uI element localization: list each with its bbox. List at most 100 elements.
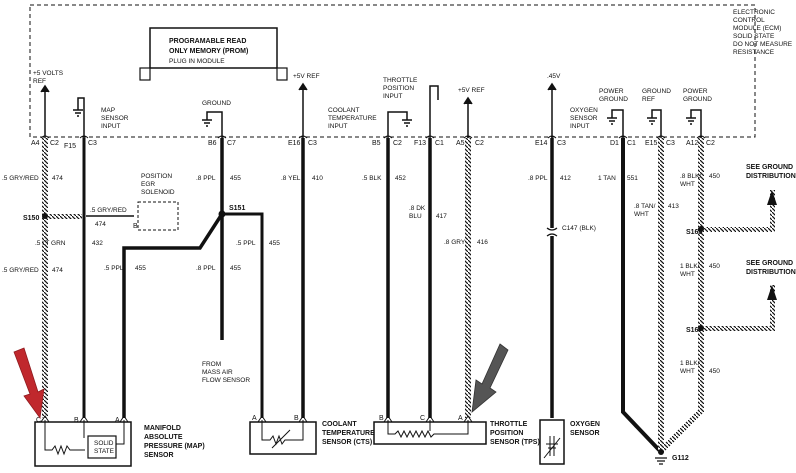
w1-bot1-num: 432 xyxy=(92,240,103,247)
map-pin-b: B xyxy=(74,417,79,424)
pin-e15: E15 xyxy=(645,140,658,147)
pin-c2-c: C2 xyxy=(475,140,484,147)
c147-label: C147 (BLK) xyxy=(562,225,596,232)
w3-top-num: 455 xyxy=(230,175,241,182)
pin-b5: B5 xyxy=(372,140,381,147)
w3-mid-color: .5 PPL xyxy=(236,240,256,247)
tps-sensor: B C A THROTTLE POSITION SENSOR (TPS) xyxy=(373,415,540,446)
point45v-label: .45V xyxy=(547,73,561,80)
coolant-input-line-0: COOLANT xyxy=(328,107,359,114)
pin-a12: A12 xyxy=(686,140,699,147)
five-v-ref-b: +5V REF xyxy=(458,87,485,94)
w11-color-1: WHT xyxy=(680,181,695,188)
wire-a5 xyxy=(465,138,471,418)
pin-c3-c: C3 xyxy=(557,140,566,147)
wire-s151-map xyxy=(122,213,224,418)
w10-color-1: WHT xyxy=(634,211,649,218)
w11b-color-0: 1 BLK/ xyxy=(680,263,700,270)
gray-arrow-icon xyxy=(471,343,509,413)
ground-dist-1-line-1: DISTRIBUTION xyxy=(746,173,796,180)
ground-ref-line-1: REF xyxy=(642,96,655,103)
w8-num: 412 xyxy=(560,175,571,182)
throttle-input-line-2: INPUT xyxy=(383,93,403,100)
s150-label: S150 xyxy=(23,215,39,222)
map-inner-0: SOLID xyxy=(94,440,114,447)
s151-label: S151 xyxy=(229,205,245,212)
map-input-line-2: INPUT xyxy=(101,123,121,130)
pin-a5: A5 xyxy=(456,140,465,147)
map-label-2: PRESSURE (MAP) xyxy=(144,443,205,450)
map-pin-a: A xyxy=(115,417,120,424)
wire-s151-right xyxy=(222,212,264,418)
w11b-num: 450 xyxy=(709,263,720,270)
tps-pin-c: C xyxy=(420,415,425,422)
w7-num: 416 xyxy=(477,239,488,246)
pin-e16: E16 xyxy=(288,140,301,147)
oxygen-input-line-1: SENSOR xyxy=(570,115,598,122)
pin-e14: E14 xyxy=(535,140,548,147)
power-ground-1-line-0: POWER xyxy=(599,88,624,95)
pin-d1: D1 xyxy=(610,140,619,147)
ecm-title-line-3: SOLID STATE xyxy=(733,33,775,40)
prom-line-1: ONLY MEMORY (PROM) xyxy=(169,48,248,55)
wire-a4 xyxy=(42,138,48,418)
oxygen-input-line-2: INPUT xyxy=(570,123,590,130)
w9-num: 551 xyxy=(627,175,638,182)
w9-color: 1 TAN xyxy=(598,175,616,182)
w3-bot-num: 455 xyxy=(230,265,241,272)
o2-label-1: SENSOR xyxy=(570,430,600,437)
map-inner-1: STATE xyxy=(94,448,115,455)
splice-s167 xyxy=(698,325,704,331)
tps-label-1: POSITION xyxy=(490,430,523,437)
pin-f13: F13 xyxy=(414,140,426,147)
w11-color-0: .8 BLK/ xyxy=(680,173,702,180)
pin-c1-b: C1 xyxy=(627,140,636,147)
w11b-color-1: WHT xyxy=(680,271,695,278)
map-input-line-1: SENSOR xyxy=(101,115,129,122)
splice-s150 xyxy=(42,213,48,219)
red-arrow-icon xyxy=(13,347,45,420)
five-volts-ref-line-0: +5 VOLTS xyxy=(33,70,64,77)
ground-label: GROUND xyxy=(202,100,231,107)
w11c-num: 450 xyxy=(709,368,720,375)
ecm-title-line-5: RESISTANCE xyxy=(733,49,775,56)
cts-pin-a: A xyxy=(252,415,257,422)
g112-label: G112 xyxy=(672,455,689,462)
w3-bot-color: .8 PPL xyxy=(196,265,216,272)
splice-s151 xyxy=(218,210,226,218)
ground-dist-2-line-1: DISTRIBUTION xyxy=(746,269,796,276)
w5-color: .5 BLK xyxy=(362,175,382,182)
prom-line-0: PROGRAMABLE READ xyxy=(169,38,246,45)
w1-bot1-color: .5 LT GRN xyxy=(35,240,66,247)
pin-c3-b: C3 xyxy=(308,140,317,147)
throttle-input-line-1: POSITION xyxy=(383,85,414,92)
coolant-input-line-1: TEMPERATURE xyxy=(328,115,377,122)
power-ground-1-line-1: GROUND xyxy=(599,96,628,103)
ecm-title-line-0: ELECTRONIC xyxy=(733,9,775,16)
cts-label-2: SENSOR (CTS) xyxy=(322,439,372,446)
tps-pin-a: A xyxy=(458,415,463,422)
w10-num: 413 xyxy=(668,203,679,210)
splice-dots xyxy=(42,210,704,331)
w5-num: 452 xyxy=(395,175,406,182)
w11-num: 450 xyxy=(709,173,720,180)
wire-s150-branch xyxy=(48,214,82,219)
w6-num: 417 xyxy=(436,213,447,220)
tps-label-0: THROTTLE xyxy=(490,421,528,428)
ground-dist-1-line-0: SEE GROUND xyxy=(746,164,793,171)
w7-color: .8 GRY xyxy=(444,239,466,246)
connector-arcs xyxy=(40,135,706,139)
w8-color: .8 PPL xyxy=(528,175,548,182)
map-sensor: SOLID STATE C B A MANIFOLD ABSOLUTE PRES… xyxy=(34,415,205,467)
map-label-3: SENSOR xyxy=(144,452,174,459)
maf-label-line-1: MASS AIR xyxy=(202,369,233,376)
w1-top-color: .5 GRY/RED xyxy=(2,175,39,182)
map-label-1: ABSOLUTE xyxy=(144,434,183,441)
pin-c1-a: C1 xyxy=(435,140,444,147)
wires xyxy=(42,138,777,465)
w1-bot2-num: 474 xyxy=(52,267,63,274)
ecm-title-line-4: DO NOT MEASURE xyxy=(733,41,793,48)
s167-label: S167 xyxy=(686,327,702,334)
pin-a4: A4 xyxy=(31,140,40,147)
